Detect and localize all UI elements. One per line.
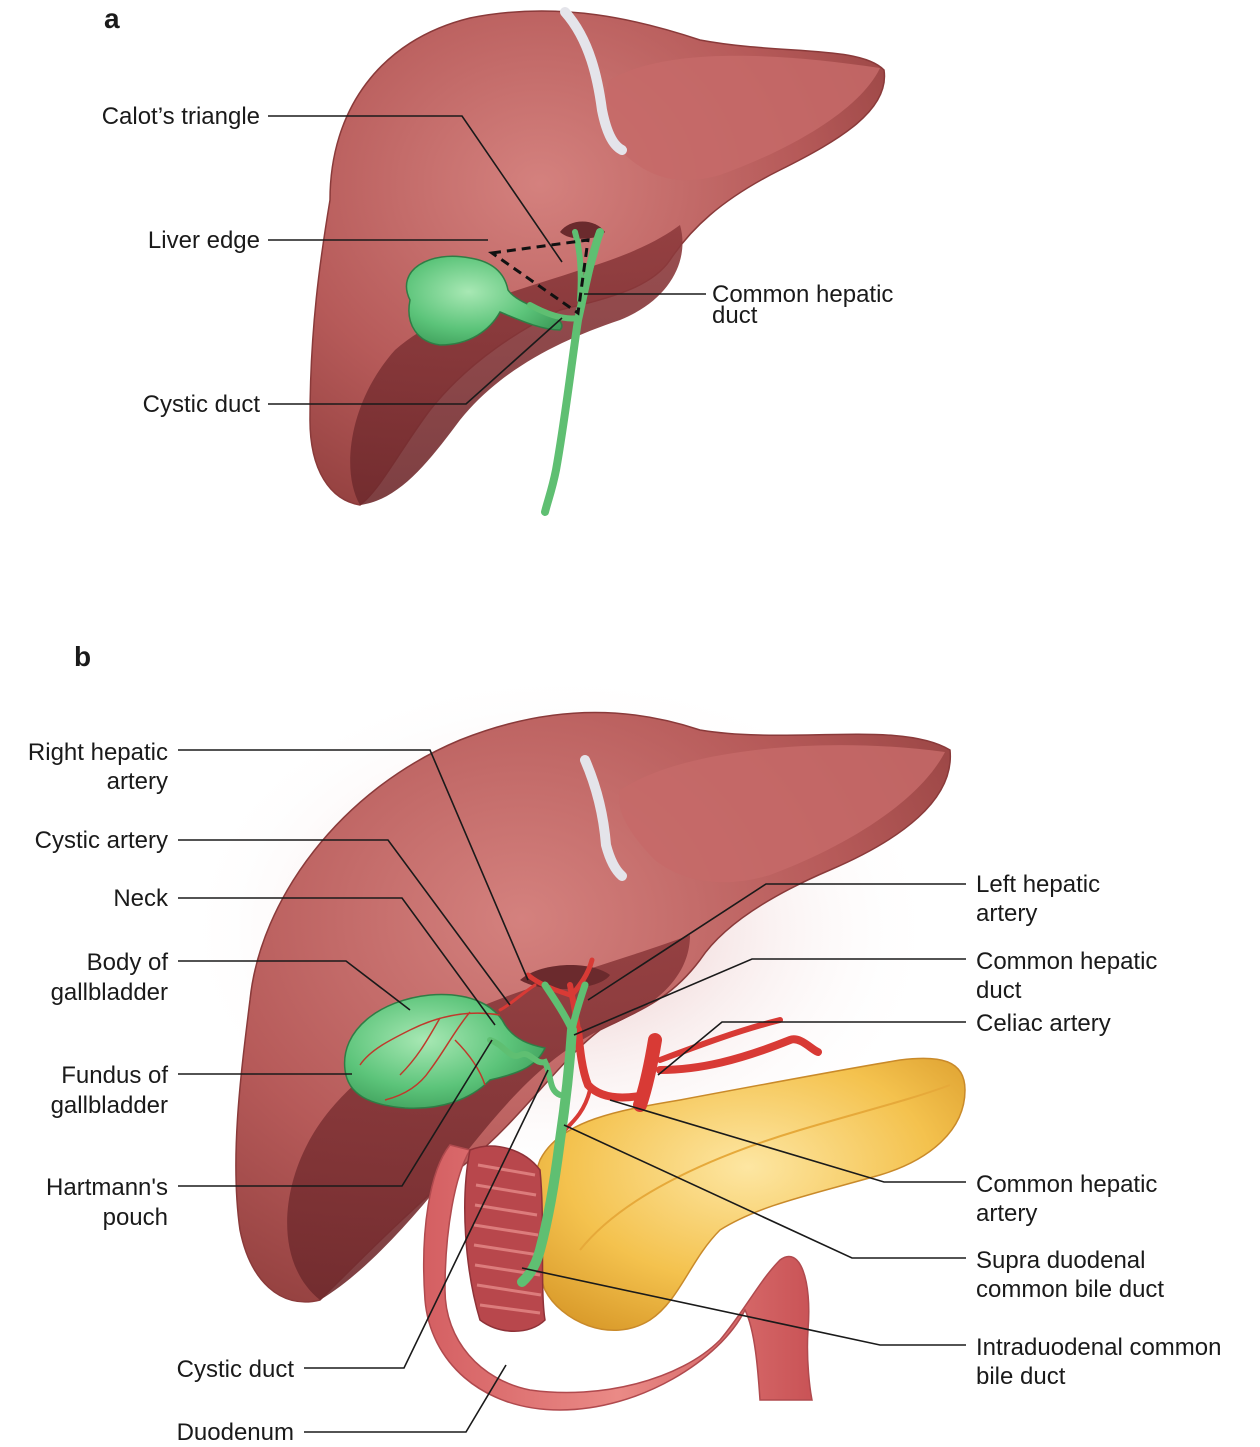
label-common-hepatic-duct-b-2: duct	[976, 977, 1022, 1004]
label-hartmanns-pouch-2: pouch	[103, 1204, 168, 1231]
panel-a: a Calot’s triangle Liver edge Cystic duc…	[102, 3, 894, 512]
label-cystic-duct-b: Cystic duct	[177, 1356, 295, 1383]
panel-b-letter: b	[74, 641, 91, 672]
label-hartmanns-pouch-1: Hartmann's	[46, 1174, 168, 1201]
label-fundus-gallbladder-1: Fundus of	[61, 1062, 168, 1089]
label-common-hepatic-artery-1: Common hepatic	[976, 1171, 1157, 1198]
label-duodenum: Duodenum	[177, 1419, 294, 1446]
label-common-hepatic-duct-a-2: duct	[712, 302, 758, 329]
label-common-hepatic-duct-b-1: Common hepatic	[976, 948, 1157, 975]
label-fundus-gallbladder-2: gallbladder	[51, 1092, 168, 1119]
panel-a-letter: a	[104, 3, 120, 34]
label-right-hepatic-artery-1: Right hepatic	[28, 739, 168, 766]
label-body-gallbladder-1: Body of	[87, 949, 169, 976]
label-body-gallbladder-2: gallbladder	[51, 979, 168, 1006]
label-cystic-duct-a: Cystic duct	[143, 391, 261, 418]
label-common-hepatic-artery-2: artery	[976, 1200, 1037, 1227]
panel-b: b	[28, 641, 1222, 1446]
label-neck: Neck	[113, 885, 169, 912]
panel-a-liver	[310, 11, 884, 505]
label-left-hepatic-artery-1: Left hepatic	[976, 871, 1100, 898]
label-supra-duodenal-cbd-1: Supra duodenal	[976, 1247, 1145, 1274]
label-calots-triangle: Calot’s triangle	[102, 103, 260, 130]
label-liver-edge: Liver edge	[148, 227, 260, 254]
label-supra-duodenal-cbd-2: common bile duct	[976, 1276, 1164, 1303]
label-left-hepatic-artery-2: artery	[976, 900, 1037, 927]
label-intraduodenal-cbd-2: bile duct	[976, 1363, 1066, 1390]
label-celiac-artery: Celiac artery	[976, 1010, 1111, 1037]
label-right-hepatic-artery-2: artery	[107, 768, 168, 795]
label-intraduodenal-cbd-1: Intraduodenal common	[976, 1334, 1221, 1361]
label-cystic-artery: Cystic artery	[35, 827, 168, 854]
